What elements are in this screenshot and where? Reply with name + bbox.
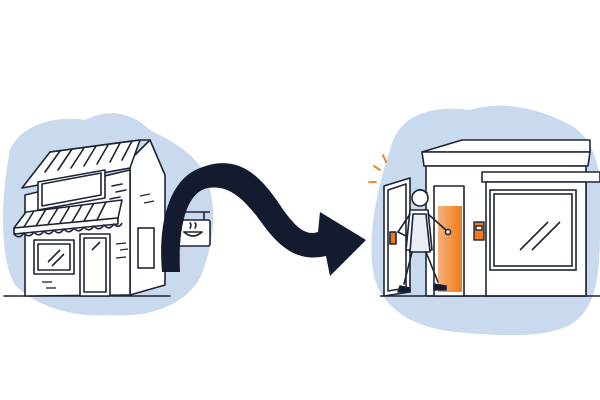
- storefront-window-icon: [33, 239, 75, 275]
- spark-lines-icon: [368, 154, 387, 183]
- storefront-door-icon: [79, 233, 111, 297]
- door-icon: [383, 177, 411, 297]
- side-window-icon: [137, 227, 155, 269]
- awning-icon: [13, 199, 123, 238]
- cup-icon: [183, 222, 203, 237]
- modern-window-icon: [489, 189, 577, 271]
- person-icon: [397, 188, 452, 293]
- doorway-icon: [433, 185, 465, 297]
- arrow-icon: [161, 163, 366, 276]
- brick-details: [42, 193, 155, 289]
- wall-panel-icon: [473, 221, 485, 241]
